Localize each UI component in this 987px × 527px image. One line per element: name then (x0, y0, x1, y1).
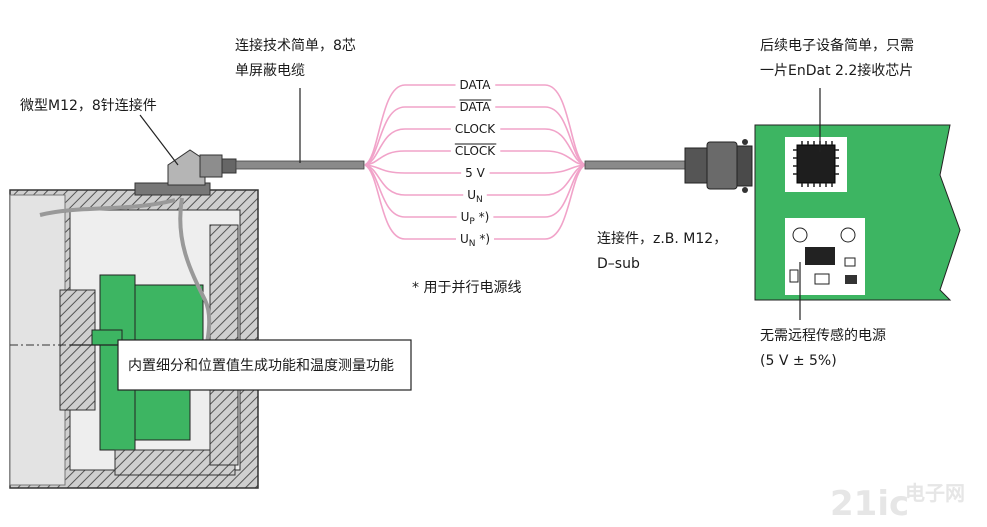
dsub-connector (684, 139, 753, 193)
watermark-sub: 电子网 (905, 481, 965, 505)
plug-label-line2: D–sub (597, 256, 640, 272)
signal-label-bg (461, 165, 490, 181)
signal-label: DATA (460, 78, 492, 92)
watermark-main: 21ic (830, 484, 909, 524)
signal-label-bg (450, 143, 501, 159)
signal-labels: DATA DATA CLOCK CLOCK 5 V UN UP *) UN *) (450, 77, 501, 250)
m12-connector (167, 149, 237, 186)
signal-label: 5 V (465, 166, 485, 180)
encoder-feature-text: 内置细分和位置值生成功能和温度测量功能 (128, 358, 394, 374)
signal-label: DATA (460, 100, 492, 114)
cable-label-line1: 连接技术简单，8芯 (235, 37, 356, 54)
signal-label-bg (455, 99, 496, 115)
encoder-housing (9, 182, 259, 489)
signal-label: UN *) (460, 232, 490, 249)
signal-label: CLOCK (455, 122, 496, 136)
connector-label: 微型M12，8针连接件 (20, 97, 157, 114)
power-label-line1: 无需远程传感的电源 (760, 327, 886, 344)
signal-label-bg (455, 77, 496, 93)
signal-label-bg (455, 231, 495, 250)
cable-label-line2: 单屏蔽电缆 (235, 63, 305, 79)
power-label-line2: (5 V ± 5%) (760, 353, 837, 369)
encoder-feature-box (117, 339, 412, 391)
signal-label: UN (467, 188, 483, 205)
footnote-label: * 用于并行电源线 (412, 280, 521, 296)
signal-label-bg (463, 187, 487, 206)
signal-label-bg (456, 209, 494, 228)
watermark-logo: 21ic 电子网 (830, 481, 965, 524)
electronics-label-line2: 一片EnDat 2.2接收芯片 (760, 62, 913, 79)
signal-label: CLOCK (455, 144, 496, 158)
plug-label-line1: 连接件，z.B. M12， (597, 230, 727, 247)
electronics-label-line1: 后续电子设备简单，只需 (760, 37, 914, 54)
signal-label-bg (450, 121, 501, 137)
cable-right (584, 160, 691, 170)
pcb-board (754, 124, 961, 301)
pointer-lines (70, 88, 821, 346)
signal-label: UP *) (461, 210, 490, 227)
